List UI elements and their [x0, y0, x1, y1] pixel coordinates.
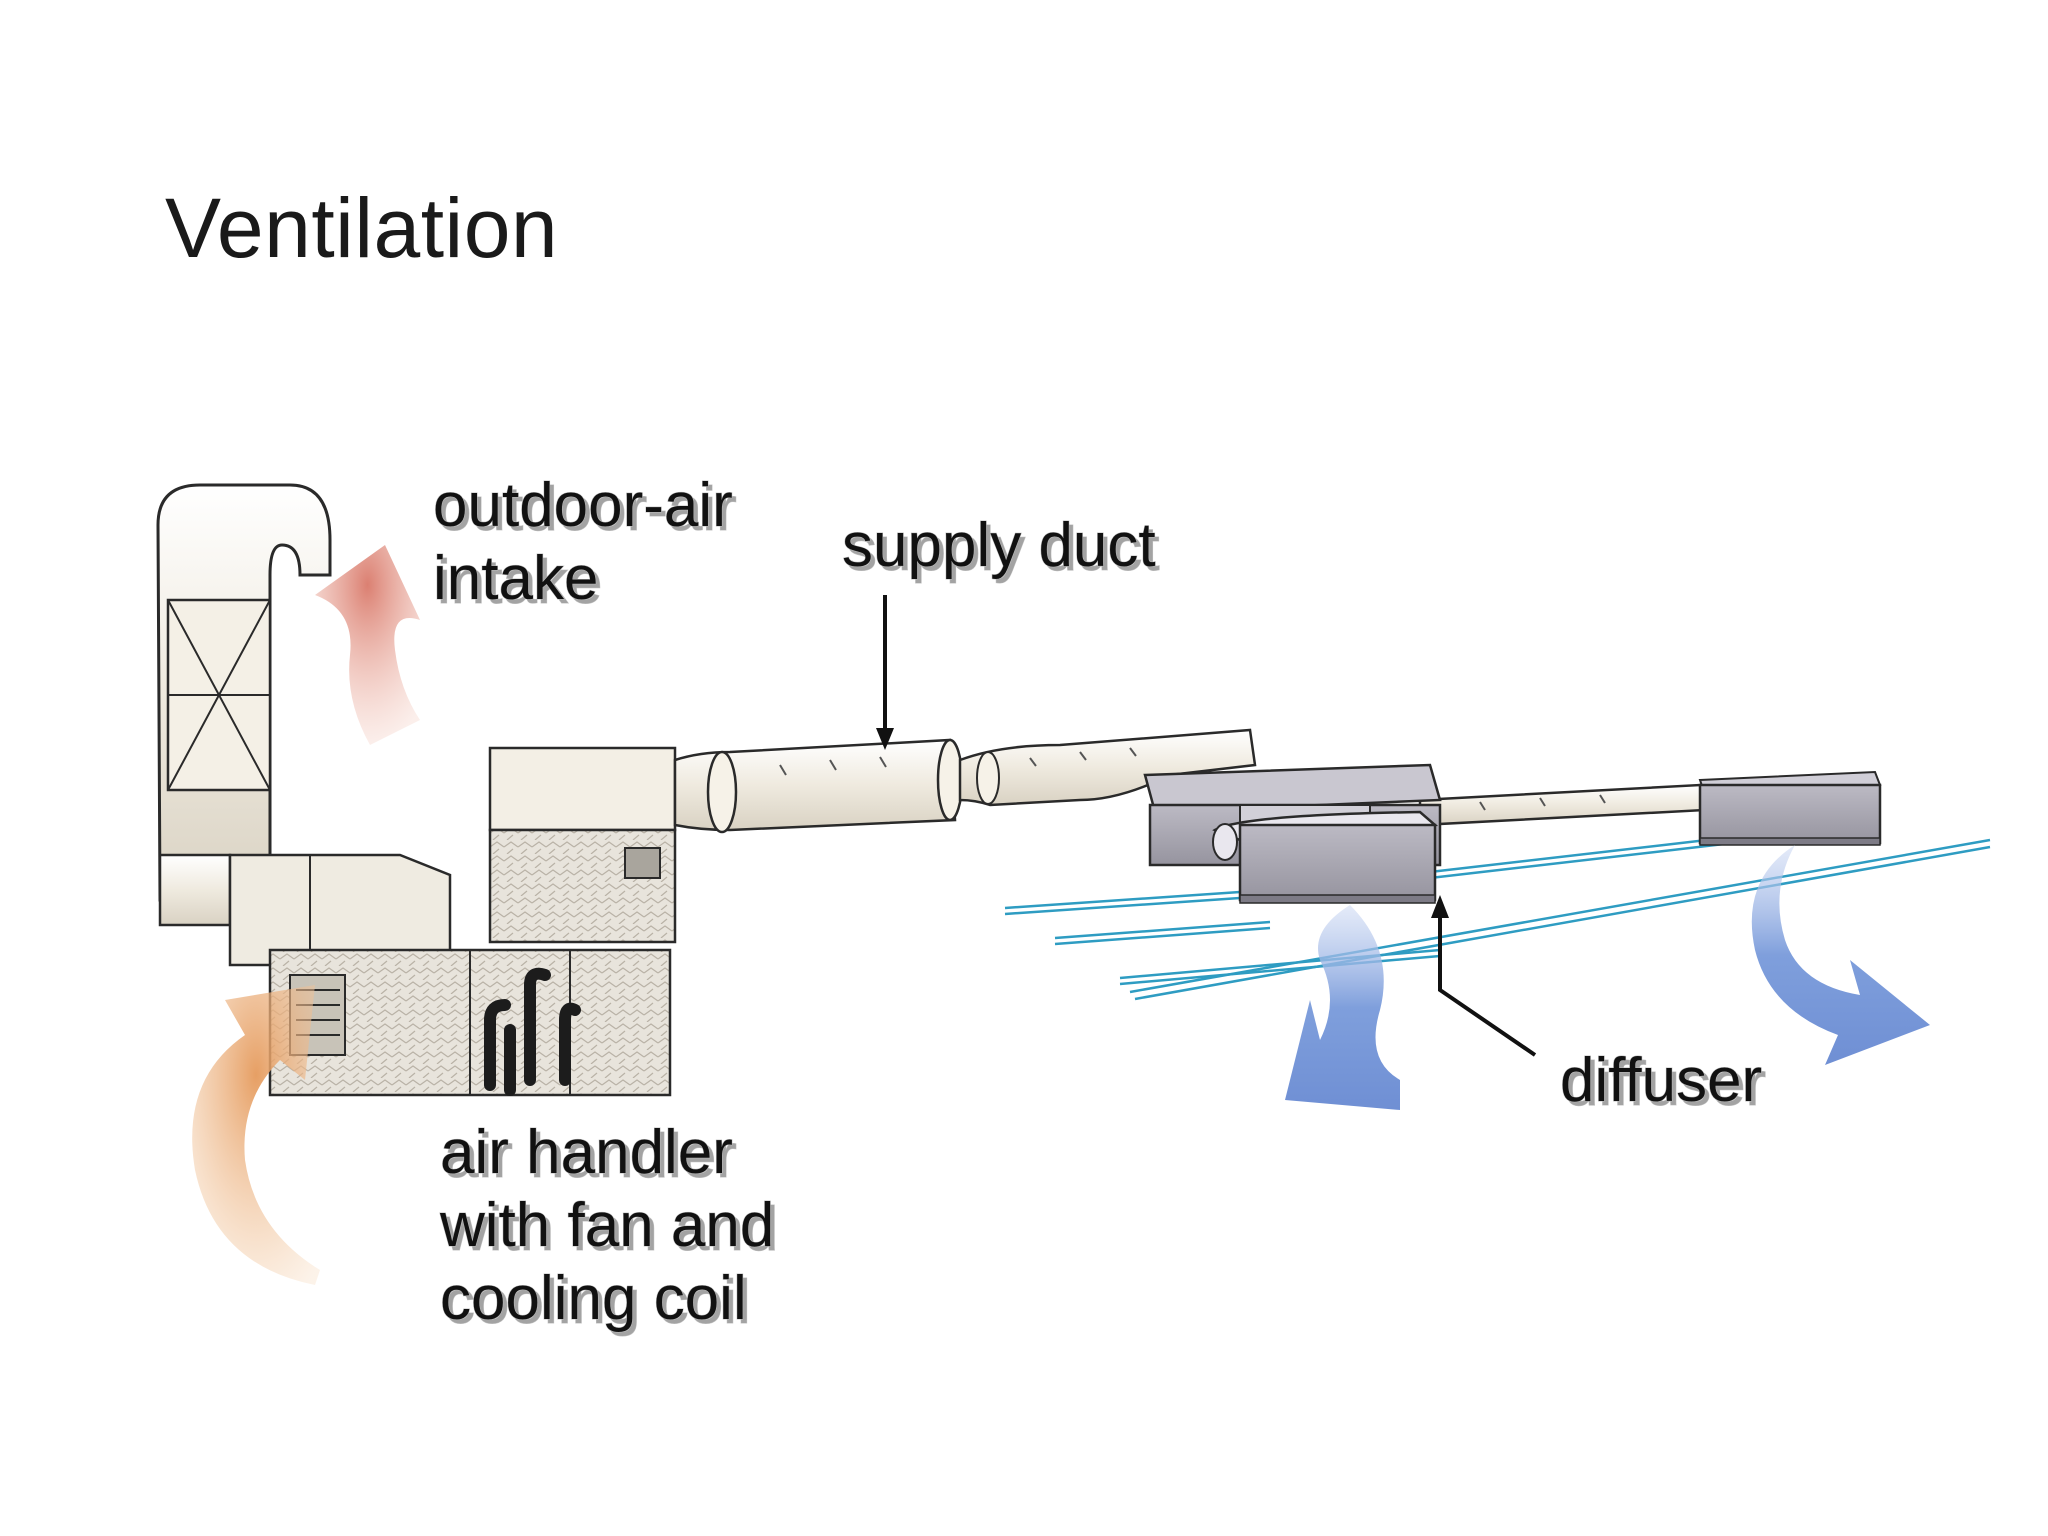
- diffuser-box-near: [1143, 763, 1442, 904]
- svg-text:cooling coil: cooling coil: [444, 1268, 751, 1337]
- svg-text:intake: intake: [433, 544, 598, 613]
- svg-text:with fan and: with fan and: [443, 1195, 778, 1264]
- diffuser-leader-arrow: [1431, 895, 1537, 1057]
- mixing-box: [158, 853, 452, 967]
- svg-text:intake: intake: [437, 548, 602, 617]
- return-air-arrow: [192, 985, 320, 1285]
- supply-air-arrow-far: [1751, 845, 1930, 1065]
- coil-pipes: [484, 967, 581, 1096]
- label-outdoor-air-intake: outdoor-air outdoor-air intake intake: [433, 471, 738, 618]
- label-supply-duct: supply duct supply duct: [842, 511, 1161, 585]
- supply-duct: [673, 728, 1707, 834]
- air-handler-unit: [268, 746, 677, 1097]
- svg-text:outdoor-air: outdoor-air: [437, 475, 737, 544]
- diffuser-box-far: [1698, 770, 1882, 846]
- svg-text:supply duct: supply duct: [846, 515, 1160, 584]
- svg-text:with fan and: with fan and: [439, 1191, 774, 1260]
- supply-duct-leader-arrow: [876, 595, 894, 750]
- supply-air-arrow-near: [1285, 905, 1400, 1110]
- outdoor-air-intake-hood: [156, 483, 332, 902]
- label-air-handler: air handler air handler with fan and wit…: [439, 1118, 779, 1338]
- svg-text:outdoor-air: outdoor-air: [433, 471, 733, 540]
- outdoor-air-arrow: [315, 545, 420, 745]
- svg-text:diffuser: diffuser: [1564, 1050, 1766, 1119]
- svg-text:air handler: air handler: [444, 1122, 737, 1191]
- svg-text:air handler: air handler: [440, 1118, 733, 1187]
- svg-text:diffuser: diffuser: [1560, 1046, 1762, 1115]
- svg-text:supply duct: supply duct: [842, 511, 1156, 580]
- slide-title: Ventilation: [165, 181, 559, 275]
- label-diffuser: diffuser diffuser: [1560, 1046, 1767, 1120]
- ceiling-grid-lines: [1004, 833, 1991, 1001]
- svg-text:cooling coil: cooling coil: [440, 1264, 747, 1333]
